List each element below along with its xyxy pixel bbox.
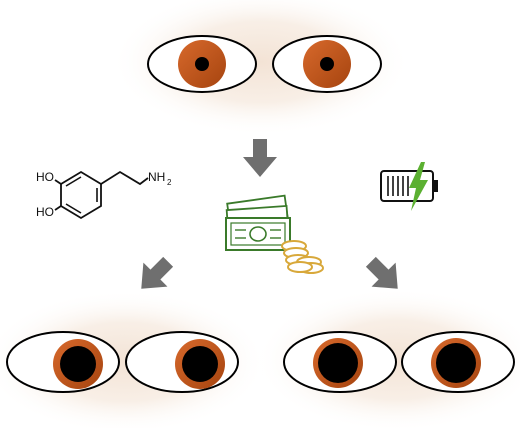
ring-double-bond [65, 203, 82, 214]
hydroxyl-label-top: HO [36, 170, 54, 184]
eye-top-left [147, 35, 257, 93]
arrow-down-left-icon [141, 256, 174, 289]
pupil [195, 57, 209, 71]
benzene-ring [60, 170, 102, 220]
money-cash-coins-icon [225, 194, 324, 274]
pupil [436, 343, 476, 383]
arrow-down-right-icon [365, 256, 398, 289]
hydroxyl-bond-bottom [54, 205, 62, 211]
pupil [60, 346, 96, 382]
amine-subscript: 2 [167, 178, 172, 187]
arrow-down-icon [243, 139, 277, 177]
lightning-bolt [409, 162, 428, 211]
ethylamine-chain [100, 170, 149, 186]
pupil [318, 343, 358, 383]
eyes-bottom-right-group [255, 288, 520, 428]
eyes-bottom-left-group [0, 290, 267, 428]
bill-front [225, 217, 291, 251]
glow-top [111, 0, 411, 136]
eye-bottom-right-2 [401, 331, 515, 393]
pupil [320, 57, 334, 71]
coin-stack [281, 240, 324, 274]
hydroxyl-bond-top [54, 179, 62, 185]
battery-charging-icon [380, 162, 438, 211]
eye-bottom-left-1 [6, 331, 120, 393]
eye-bottom-left-2 [125, 331, 239, 393]
eye-top-right [272, 35, 382, 93]
amine-label: NH [148, 170, 165, 184]
eyes-top-group [111, 0, 411, 136]
battery-terminal [433, 180, 438, 192]
hydroxyl-label-bottom: HO [36, 205, 54, 219]
ring-double-bond [65, 176, 82, 187]
battery-cells [387, 176, 409, 196]
dopamine-structure-icon: HO HO NH 2 [36, 170, 172, 220]
eye-bottom-right-1 [283, 331, 397, 393]
pupil [182, 346, 218, 382]
